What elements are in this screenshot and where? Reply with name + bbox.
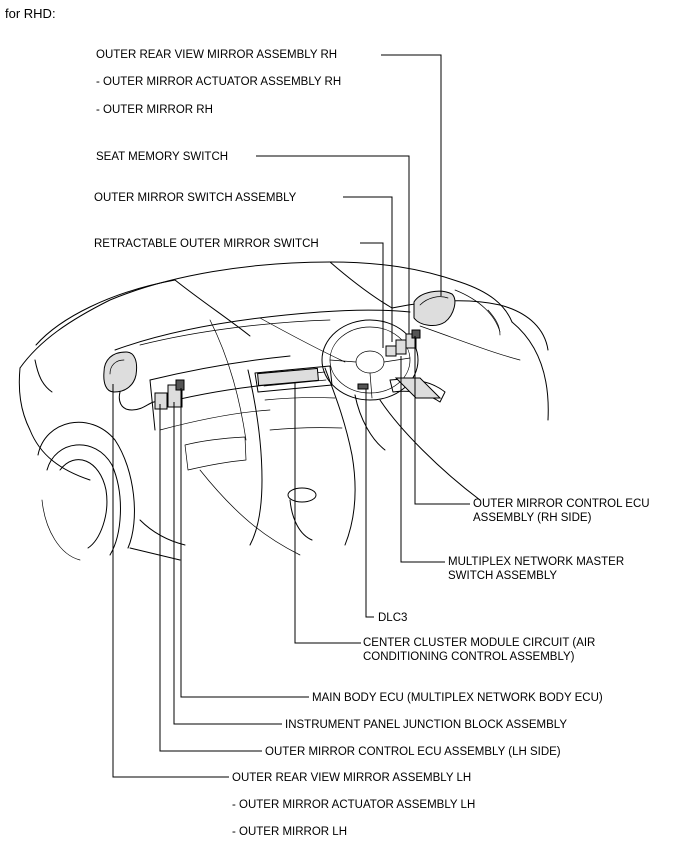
label-outer-mirror-control-ecu-lh: OUTER MIRROR CONTROL ECU ASSEMBLY (LH SI… — [265, 746, 561, 758]
components — [103, 290, 456, 411]
label-outer-mirror-actuator-rh: - OUTER MIRROR ACTUATOR ASSEMBLY RH — [96, 76, 342, 88]
center-cluster-module-part — [257, 367, 319, 387]
label-retractable-outer-mirror-switch: RETRACTABLE OUTER MIRROR SWITCH — [94, 238, 319, 250]
label-seat-memory-switch: SEAT MEMORY SWITCH — [96, 151, 229, 163]
outer-mirror-control-ecu-rh-part — [411, 329, 421, 339]
label-multiplex-master-switch-2: SWITCH ASSEMBLY — [448, 570, 558, 582]
label-outer-mirror-control-ecu-rh-2: ASSEMBLY (RH SIDE) — [473, 512, 592, 524]
outer-mirror-control-ecu-lh-part — [154, 392, 168, 410]
outer-mirror-rh-part — [413, 290, 456, 326]
outer-mirror-lh-part — [103, 351, 138, 393]
label-center-cluster-1: CENTER CLUSTER MODULE CIRCUIT (AIR — [363, 637, 596, 649]
label-main-body-ecu: MAIN BODY ECU (MULTIPLEX NETWORK BODY EC… — [312, 692, 603, 704]
label-dlc3: DLC3 — [378, 612, 408, 624]
outer-mirror-switch-assembly-part — [395, 339, 407, 355]
label-outer-mirror-lh: - OUTER MIRROR LH — [232, 826, 347, 838]
seat-memory-switch-part — [405, 333, 417, 349]
label-multiplex-master-switch-1: MULTIPLEX NETWORK MASTER — [448, 556, 625, 568]
main-body-ecu-part — [175, 379, 185, 391]
label-outer-mirror-actuator-lh: - OUTER MIRROR ACTUATOR ASSEMBLY LH — [232, 799, 476, 811]
dlc3-part — [357, 383, 369, 390]
label-instrument-panel-jb: INSTRUMENT PANEL JUNCTION BLOCK ASSEMBLY — [285, 719, 568, 731]
label-outer-mirror-rh: - OUTER MIRROR RH — [96, 104, 213, 116]
label-outer-rear-view-mirror-rh: OUTER REAR VIEW MIRROR ASSEMBLY RH — [96, 49, 338, 61]
label-outer-rear-view-mirror-lh: OUTER REAR VIEW MIRROR ASSEMBLY LH — [232, 772, 472, 784]
leader-lines — [112, 54, 470, 778]
multiplex-master-switch-part — [394, 377, 442, 399]
retractable-outer-mirror-switch-part — [385, 345, 397, 357]
car-body-outline — [18, 261, 549, 561]
label-center-cluster-2: CONDITIONING CONTROL ASSEMBLY) — [363, 651, 575, 663]
label-outer-mirror-control-ecu-rh-1: OUTER MIRROR CONTROL ECU — [473, 498, 650, 510]
label-outer-mirror-switch-assembly: OUTER MIRROR SWITCH ASSEMBLY — [94, 192, 297, 204]
diagram-title: for RHD: — [5, 6, 56, 21]
